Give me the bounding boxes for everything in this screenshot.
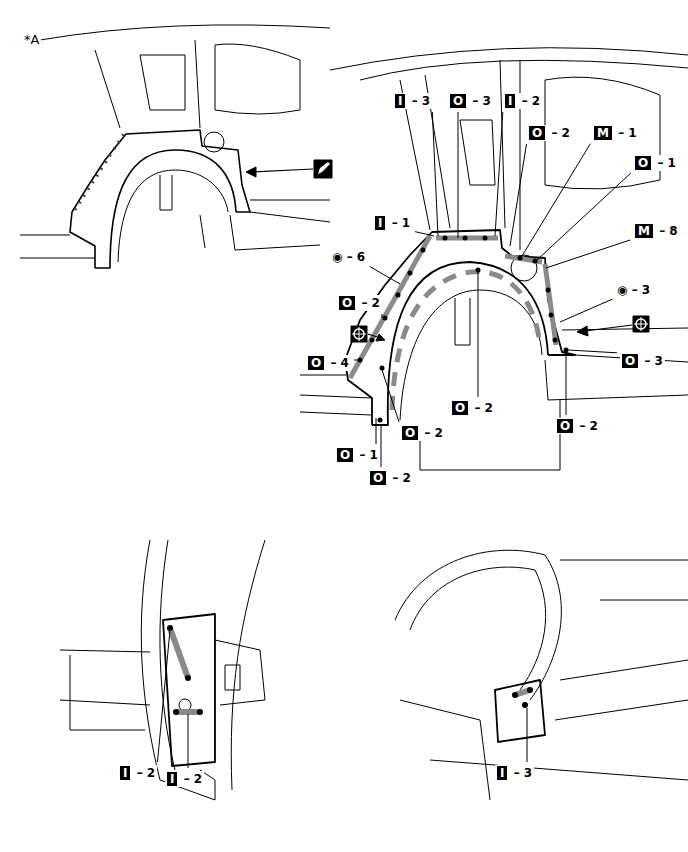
callout-wrap: O – 2 — [400, 423, 445, 441]
callout-number: I – 2 — [118, 765, 157, 781]
callout-wrap: O – 3 — [620, 351, 665, 369]
leader-line — [546, 240, 630, 268]
leader-line — [495, 112, 503, 236]
callout-wrap: ◉ – 3 — [615, 280, 652, 298]
callout-number: O – 1 — [335, 447, 380, 463]
callout-wrap: M – 8 — [633, 221, 680, 239]
leader-line — [527, 708, 528, 762]
callout-number: O – 2 — [527, 125, 572, 141]
callout-number: I – 2 — [165, 771, 204, 787]
callout-number: O – 2 — [555, 418, 600, 434]
callout-wrap: O – 1 — [335, 445, 380, 463]
callout-number: O – 2 — [368, 470, 413, 486]
callout-wrap: I – 2 — [503, 91, 542, 109]
leader-line — [376, 418, 377, 444]
callout-wrap: O – 2 — [368, 468, 413, 486]
callout-wrap: O – 2 — [555, 416, 600, 434]
callout-wrap: O – 4 — [306, 353, 351, 371]
leader-line — [522, 144, 590, 256]
callout-number: I – 2 — [503, 93, 542, 109]
callout-wrap: I – 3 — [393, 91, 432, 109]
callout-wrap: M – 1 — [592, 123, 639, 141]
leader-line — [157, 630, 170, 762]
leader-line — [354, 360, 360, 361]
callout-number: O – 1 — [633, 155, 678, 171]
leader-line — [370, 267, 400, 284]
callout-number: I – 3 — [495, 765, 534, 781]
callout-wrap: O – 1 — [633, 153, 678, 171]
leader-line — [566, 352, 567, 415]
callout-wrap: I – 2 — [118, 763, 157, 781]
view-label: *A — [22, 32, 41, 48]
callout-wrap: O – 2 — [337, 293, 382, 311]
leader-line — [432, 112, 438, 236]
pencil-icon — [246, 160, 332, 178]
callout-wrap: O – 2 — [527, 123, 572, 141]
callout-number: I – 1 — [373, 215, 412, 231]
callout-wrap: ◉ – 6 — [330, 247, 367, 265]
leader-line — [537, 173, 631, 260]
callout-wrap: I – 1 — [373, 213, 412, 231]
leader-line — [568, 350, 617, 353]
callout-wrap: I – 3 — [495, 763, 534, 781]
leader-line — [458, 112, 459, 238]
leader-line — [381, 314, 382, 318]
overview-view — [20, 25, 330, 268]
callout-wrap: O – 2 — [450, 398, 495, 416]
detail-view-right — [395, 550, 688, 800]
measure-icon — [351, 316, 649, 342]
callout-number: O – 3 — [448, 93, 493, 109]
main-view — [300, 48, 688, 470]
detail-view-left — [60, 540, 265, 800]
leader-line — [188, 714, 189, 768]
callout-number: O – 4 — [306, 355, 351, 371]
leader-line — [510, 144, 527, 246]
leader-line — [382, 370, 399, 422]
callout-number: ◉ – 3 — [615, 282, 652, 298]
leader-line — [478, 272, 479, 397]
callout-wrap: O – 3 — [448, 91, 493, 109]
leader-line — [560, 299, 612, 322]
callout-number: O – 2 — [400, 425, 445, 441]
leader-line — [381, 424, 382, 467]
callout-number: O – 2 — [450, 400, 495, 416]
callout-number: M – 8 — [633, 223, 680, 239]
callout-number: ◉ – 6 — [330, 249, 367, 265]
callout-number: M – 1 — [592, 125, 639, 141]
callout-wrap: *A — [22, 30, 41, 48]
callout-number: O – 2 — [337, 295, 382, 311]
leader-line — [415, 232, 434, 236]
callout-number: O – 3 — [620, 353, 665, 369]
callout-number: I – 3 — [393, 93, 432, 109]
callout-wrap: I – 2 — [165, 769, 204, 787]
